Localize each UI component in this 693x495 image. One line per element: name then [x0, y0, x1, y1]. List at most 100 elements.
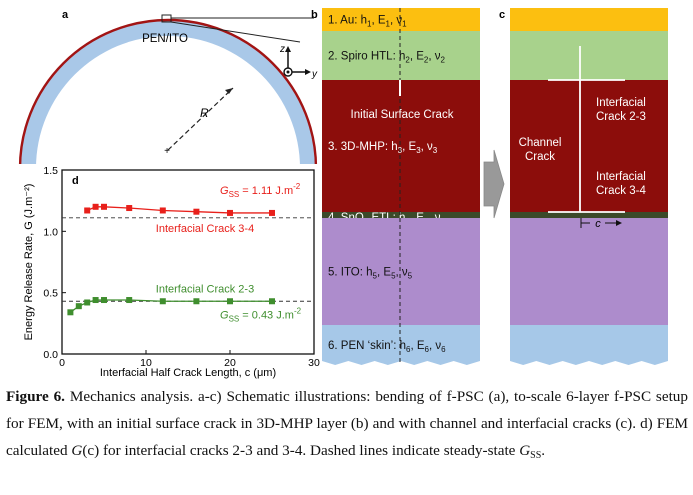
gss-g: G: [220, 185, 229, 197]
x-tick-label: 30: [308, 357, 320, 369]
panel-c-label: c: [499, 9, 505, 21]
panel-a-label: a: [62, 9, 69, 21]
y-arrowhead: [305, 69, 311, 75]
c-layer-6: [510, 325, 668, 365]
interfacial-23-label-2: Crack 2-3: [596, 111, 646, 123]
layer-label-2: 2. Spiro HTL: h2, E2, ν2: [328, 51, 445, 65]
c-layer-1: [510, 8, 668, 31]
layer-e: , E: [371, 15, 385, 27]
series-name-label: Interfacial Crack 3-4: [156, 223, 254, 235]
b-layer-3: [322, 80, 480, 212]
data-point: [193, 208, 200, 215]
caption-gss-symbol: G: [519, 442, 531, 459]
data-point: [227, 298, 233, 305]
radius-label: R: [200, 106, 209, 120]
data-point: [92, 297, 99, 304]
layer-name: 2. Spiro HTL: [328, 51, 393, 63]
channel-crack-label-1: Channel: [519, 137, 562, 149]
layer-props: :: [393, 340, 399, 352]
data-point: [269, 209, 275, 216]
data-point: [101, 203, 107, 210]
channel-crack-label-2: Crack: [525, 151, 555, 163]
caption-end: .: [541, 442, 546, 459]
bent-substrate-arch: [20, 20, 316, 168]
x-tick-label: 20: [224, 357, 236, 369]
layer-h: h: [361, 15, 367, 27]
c-marker-label: c: [595, 218, 601, 230]
layer-name: 1. Au: [328, 15, 354, 27]
layer-nu: , ν: [396, 267, 408, 279]
x-axis-title: Interfacial Half Crack Length, c (μm): [100, 367, 276, 379]
layer-e: , E: [377, 267, 391, 279]
plot-frame: [61, 169, 315, 355]
layer-nu: , ν: [429, 340, 441, 352]
layer-e-sub: 3: [416, 146, 421, 155]
data-point: [227, 209, 233, 216]
data-point: [92, 203, 99, 210]
layer-label-5: 5. ITO: h5, E5, ν5: [328, 267, 413, 281]
gss-sub: SS: [229, 190, 240, 199]
layer-nu-sub: 1: [402, 20, 407, 29]
layer-nu-sub: 2: [440, 56, 445, 65]
layer-h-sub: 6: [406, 345, 411, 354]
data-point: [75, 303, 82, 310]
gss-sup: -2: [294, 306, 302, 315]
caption-gss-sub: SS: [530, 450, 542, 461]
layer-nu-sub: 5: [408, 272, 413, 281]
layer-nu-sub: 6: [441, 345, 446, 354]
interfacial-34-label-1: Interfacial: [596, 171, 646, 183]
layer-e-sub: 1: [386, 20, 391, 29]
gss-label: GSS = 1.11 J.m-2: [220, 182, 301, 199]
layer-e-sub: 2: [424, 56, 429, 65]
chart-annotations: Interfacial Crack 3-4 GSS = 1.11 J.m-2Int…: [156, 182, 302, 323]
x-axis-dot: [286, 70, 290, 74]
layer-h: h: [399, 51, 405, 63]
chart-series: [62, 203, 314, 316]
series-line: [70, 299, 272, 313]
data-point: [84, 299, 91, 306]
y-axis-label: y: [311, 69, 318, 80]
layer-props: :: [393, 51, 399, 63]
layer-h-sub: 2: [405, 56, 410, 65]
x-tick-label: 10: [140, 357, 152, 369]
layer-e: , E: [410, 340, 424, 352]
x-tick-label: 0: [59, 357, 65, 369]
layer-stack-c: [510, 8, 668, 365]
b-layer-6: [322, 325, 480, 365]
series-name-label: Interfacial Crack 2-3: [156, 283, 254, 295]
layer-h: h: [366, 267, 372, 279]
figure-caption: Figure 6. Mechanics analysis. a-c) Schem…: [6, 383, 688, 464]
c-layer-2: [510, 31, 668, 80]
layer-props: :: [354, 15, 360, 27]
layer-label-6: 6. PEN ‘skin’: h6, E6, ν6: [328, 340, 446, 354]
center-mark: +: [164, 146, 170, 157]
figure-canvas: a PEN/ITO R + z y d Energy Release Rate,…: [18, 8, 668, 379]
data-point: [193, 298, 200, 305]
radius-arrowhead: [225, 88, 233, 94]
layer-props: :: [360, 267, 366, 279]
layer-nu-sub: 3: [433, 146, 438, 155]
layer-h: h: [400, 340, 406, 352]
b-layer-5: [322, 218, 480, 325]
b-layer-4: [322, 212, 480, 218]
layer-props: :: [385, 141, 391, 153]
y-tick-label: 0.5: [43, 288, 58, 300]
b-layer-2: [322, 31, 480, 80]
interfacial-34-label-2: Crack 3-4: [596, 185, 646, 197]
layer-label-3: 3. 3D-MHP: h3, E3, ν3: [328, 141, 438, 155]
gss-value: = 0.43 J.m: [239, 309, 294, 321]
layer-h-sub: 1: [367, 20, 372, 29]
y-axis-title: Energy Release Rate, G (J.m⁻²): [23, 184, 35, 341]
caption-figure-number: Figure 6.: [6, 388, 65, 405]
data-point: [269, 298, 275, 305]
layer-stack-b: 1. Au: h1, E1, ν12. Spiro HTL: h2, E2, ν…: [322, 8, 480, 365]
layer-e-sub: 5: [391, 272, 396, 281]
transition-arrow: [483, 149, 505, 219]
gss-label: GSS = 0.43 J.m-2: [220, 306, 302, 323]
panel-b: b 1. Au: h1, E1, ν12. Spiro HTL: h2, E2,…: [311, 8, 480, 365]
pen-ito-label: PEN/ITO: [142, 33, 188, 45]
b-layer-1: [322, 8, 480, 31]
data-point: [126, 297, 133, 304]
y-tick-label: 1.0: [43, 226, 58, 238]
layer-h-sub: 5: [373, 272, 378, 281]
